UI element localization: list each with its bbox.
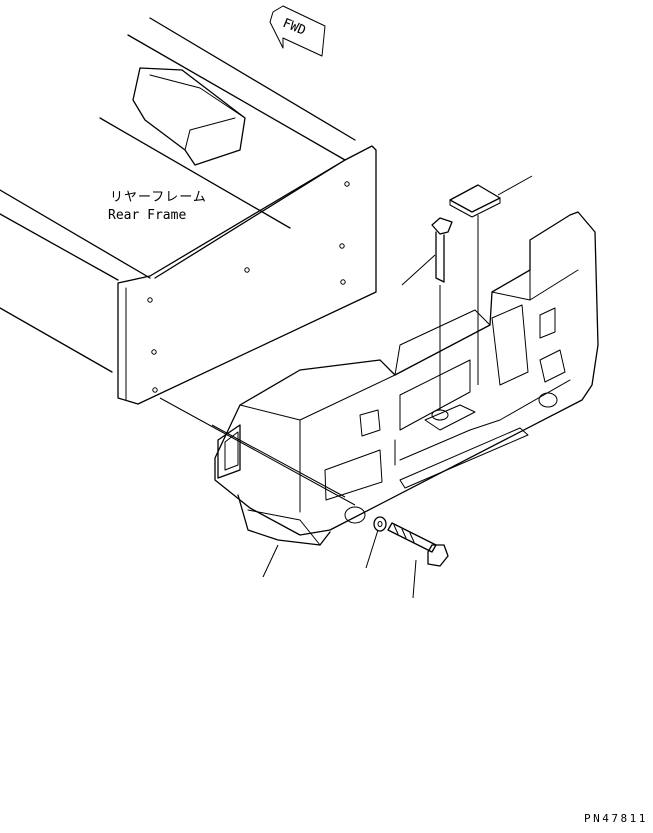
- leader-lines: [159, 175, 533, 599]
- rear-frame-label-jp: リヤーフレーム: [110, 190, 207, 205]
- fwd-arrow-icon: [269, 5, 326, 57]
- drawing-id: PN47811: [584, 812, 648, 825]
- bolt: [387, 522, 449, 567]
- washer: [373, 516, 387, 532]
- lifting-pin: [431, 217, 453, 410]
- rear-frame-label-en: Rear Frame: [108, 208, 187, 223]
- cap-plate: [449, 184, 501, 385]
- counterweight: [214, 211, 599, 546]
- rear-frame: [0, 17, 377, 405]
